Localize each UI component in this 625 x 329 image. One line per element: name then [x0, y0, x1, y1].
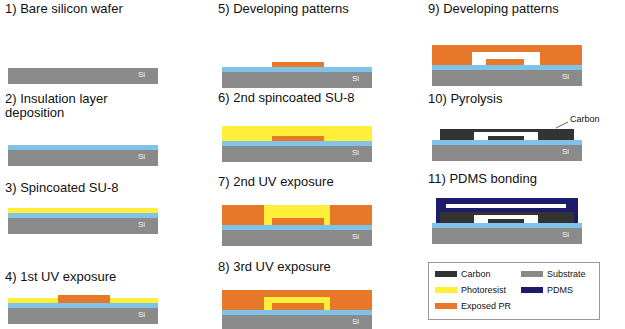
carbon-structure	[440, 129, 574, 140]
insulation-layer	[222, 141, 372, 146]
insulation-layer	[222, 67, 372, 72]
material-label: Si	[138, 311, 145, 320]
material-label: Si	[562, 148, 569, 157]
callout-label: Carbon	[570, 115, 600, 125]
exposed-pr	[272, 218, 324, 225]
legend-entry: PDMS	[521, 285, 573, 295]
material-label: Si	[352, 149, 359, 158]
silicon-substrate	[8, 68, 158, 84]
photoresist-layer	[222, 126, 372, 141]
insulation-layer	[432, 223, 582, 228]
exposed-pr	[272, 136, 324, 141]
silicon-substrate	[432, 228, 582, 244]
material-label: Si	[352, 318, 359, 327]
exposed-pr	[58, 295, 110, 303]
step-title: 7) 2nd UV exposure	[218, 175, 334, 189]
legend-entry: Carbon	[435, 269, 491, 279]
exposed-pr	[272, 303, 324, 310]
material-label: Si	[138, 153, 145, 162]
legend-swatch	[521, 287, 543, 293]
pdms-layer	[436, 198, 578, 223]
exposed-pr	[272, 62, 324, 67]
legend-swatch	[435, 287, 457, 293]
legend-text: PDMS	[547, 285, 573, 295]
material-label: Si	[352, 75, 359, 84]
exposed-pr	[222, 205, 264, 225]
material-label: Si	[352, 233, 359, 242]
carbon-structure	[440, 212, 574, 223]
insulation-layer	[222, 225, 372, 230]
silicon-substrate	[432, 145, 582, 161]
silicon-substrate	[222, 315, 372, 329]
step-title: 3) Spincoated SU-8	[5, 181, 118, 195]
cavity	[474, 132, 538, 140]
legend-text: Carbon	[461, 269, 491, 279]
exposed-pr	[486, 59, 524, 65]
silicon-substrate	[222, 72, 372, 88]
legend-swatch	[521, 271, 543, 277]
legend-entry: Substrate	[521, 269, 586, 279]
material-label: Si	[562, 231, 569, 240]
step-title: 11) PDMS bonding	[428, 172, 537, 186]
exposed-pr	[330, 205, 372, 225]
insulation-layer	[8, 303, 158, 308]
legend-swatch	[435, 271, 457, 277]
legend-text: Exposed PR	[461, 301, 511, 311]
carbon-structure	[488, 136, 524, 140]
insulation-layer	[432, 65, 582, 70]
legend-entry: Photoresist	[435, 285, 506, 295]
silicon-substrate	[8, 218, 158, 234]
carbon-structure	[488, 219, 524, 223]
exposed-pr	[222, 290, 372, 310]
cavity	[474, 215, 538, 223]
insulation-layer	[432, 140, 582, 145]
insulation-layer	[8, 213, 158, 218]
photoresist-layer	[222, 205, 372, 225]
step-title: 10) Pyrolysis	[428, 92, 502, 106]
material-label: Si	[138, 221, 145, 230]
insulation-layer	[222, 310, 372, 315]
silicon-substrate	[432, 70, 582, 86]
step-title: 8) 3rd UV exposure	[218, 260, 331, 274]
silicon-substrate	[8, 308, 158, 324]
material-label: Si	[562, 73, 569, 82]
photoresist-layer	[8, 208, 158, 213]
step-title: 2) Insulation layer deposition	[5, 92, 170, 121]
cavity	[472, 52, 540, 65]
legend-swatch	[435, 303, 457, 309]
silicon-substrate	[8, 150, 158, 166]
photoresist-layer	[264, 297, 330, 310]
step-title: 9) Developing patterns	[428, 2, 559, 16]
step-title: 1) Bare silicon wafer	[5, 2, 123, 16]
legend-text: Substrate	[547, 269, 586, 279]
legend-box: Carbon SubstratePhotoresist PDMS Exposed PR	[428, 262, 600, 320]
step-title: 5) Developing patterns	[218, 2, 349, 16]
material-label: Si	[138, 71, 145, 80]
insulation-layer	[8, 145, 158, 150]
step-title: 4) 1st UV exposure	[5, 270, 116, 284]
legend-text: Photoresist	[461, 285, 506, 295]
microchannel	[446, 204, 566, 208]
silicon-substrate	[222, 146, 372, 162]
step-title: 6) 2nd spincoated SU-8	[218, 91, 355, 105]
silicon-substrate	[222, 230, 372, 246]
exposed-pr	[432, 45, 582, 65]
leader-line	[556, 122, 568, 128]
legend-entry: Exposed PR	[435, 301, 511, 311]
